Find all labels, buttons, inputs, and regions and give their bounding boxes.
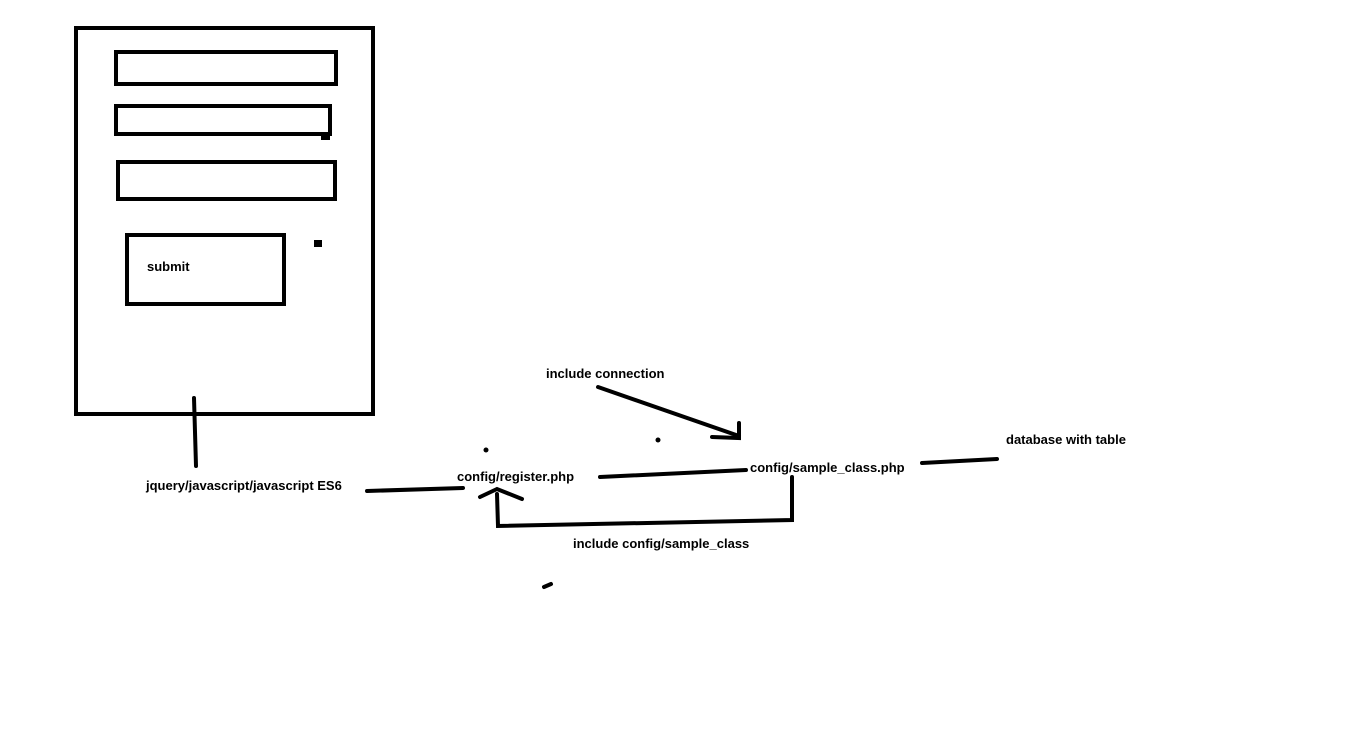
include-sample-class-arrowhead: [478, 486, 524, 501]
include-connection-arrow-line: [596, 385, 741, 438]
stray-mark: [542, 582, 553, 589]
include-sample-class-loop: [495, 475, 794, 529]
form-sketch: [74, 26, 375, 416]
database-label: database with table: [1006, 432, 1126, 447]
stray-dot: [655, 437, 661, 443]
stray-mark: [321, 133, 330, 140]
submit-button-label: submit: [147, 259, 190, 274]
form-field-2[interactable]: [114, 104, 332, 136]
frontend-label: jquery/javascript/javascript ES6: [146, 478, 342, 493]
sample-to-database-line: [920, 457, 999, 465]
include-connection-arrowhead: [710, 421, 741, 441]
register-php-label: config/register.php: [457, 469, 575, 484]
stray-dot: [483, 447, 489, 453]
frontend-to-register-line: [365, 486, 465, 493]
register-to-sample-line: [598, 468, 748, 479]
include-connection-label: include connection: [546, 366, 665, 381]
form-to-frontend-line: [192, 396, 198, 468]
submit-button[interactable]: submit: [125, 233, 286, 306]
form-field-3[interactable]: [116, 160, 337, 201]
form-field-1[interactable]: [114, 50, 338, 86]
include-sample-class-label: include config/sample_class: [573, 536, 750, 551]
sample-class-label: config/sample_class.php: [750, 460, 905, 475]
stray-mark: [314, 240, 322, 247]
